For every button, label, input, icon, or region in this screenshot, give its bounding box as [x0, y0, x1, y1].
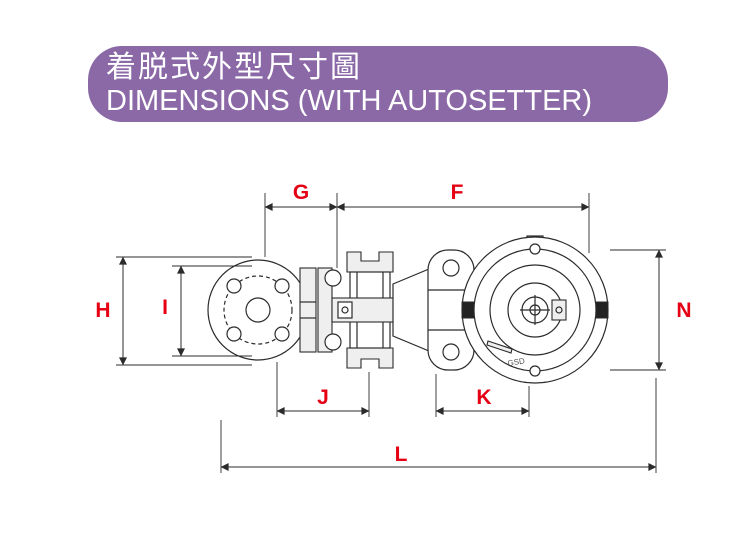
dim-label-h: H — [95, 299, 110, 322]
dimension-K: K — [435, 374, 530, 417]
dim-label-k: K — [476, 386, 491, 409]
dimension-H: H — [95, 256, 252, 366]
autosetter-housing: GSD — [461, 235, 609, 384]
dimension-lines: G F H I N — [95, 181, 692, 473]
mounting-bracket — [427, 249, 475, 371]
dimension-N: N — [610, 249, 692, 371]
dimension-J: J — [276, 362, 370, 417]
dimension-I: I — [162, 265, 252, 357]
dim-label-l: L — [395, 443, 408, 466]
dim-label-i: I — [162, 296, 168, 319]
dim-label-n: N — [676, 299, 691, 322]
dimension-F: F — [336, 181, 590, 253]
flange-hub — [299, 267, 317, 353]
dimension-L: L — [220, 378, 657, 473]
dim-label-g: G — [293, 181, 309, 204]
coupling-clamp — [317, 251, 401, 369]
housing-marking-text: GSD — [507, 356, 526, 368]
dimension-G: G — [264, 181, 338, 268]
dim-label-f: F — [451, 181, 464, 204]
title-chinese: 着脱式外型尺寸圖 — [106, 51, 362, 84]
title-english: DIMENSIONS (WITH AUTOSETTER) — [106, 85, 593, 117]
suction-flange — [207, 259, 309, 361]
dim-label-j: J — [317, 386, 329, 409]
title-banner: 着脱式外型尺寸圖 DIMENSIONS (WITH AUTOSETTER) — [88, 46, 668, 122]
pump-assembly-drawing: GSD — [207, 235, 609, 384]
